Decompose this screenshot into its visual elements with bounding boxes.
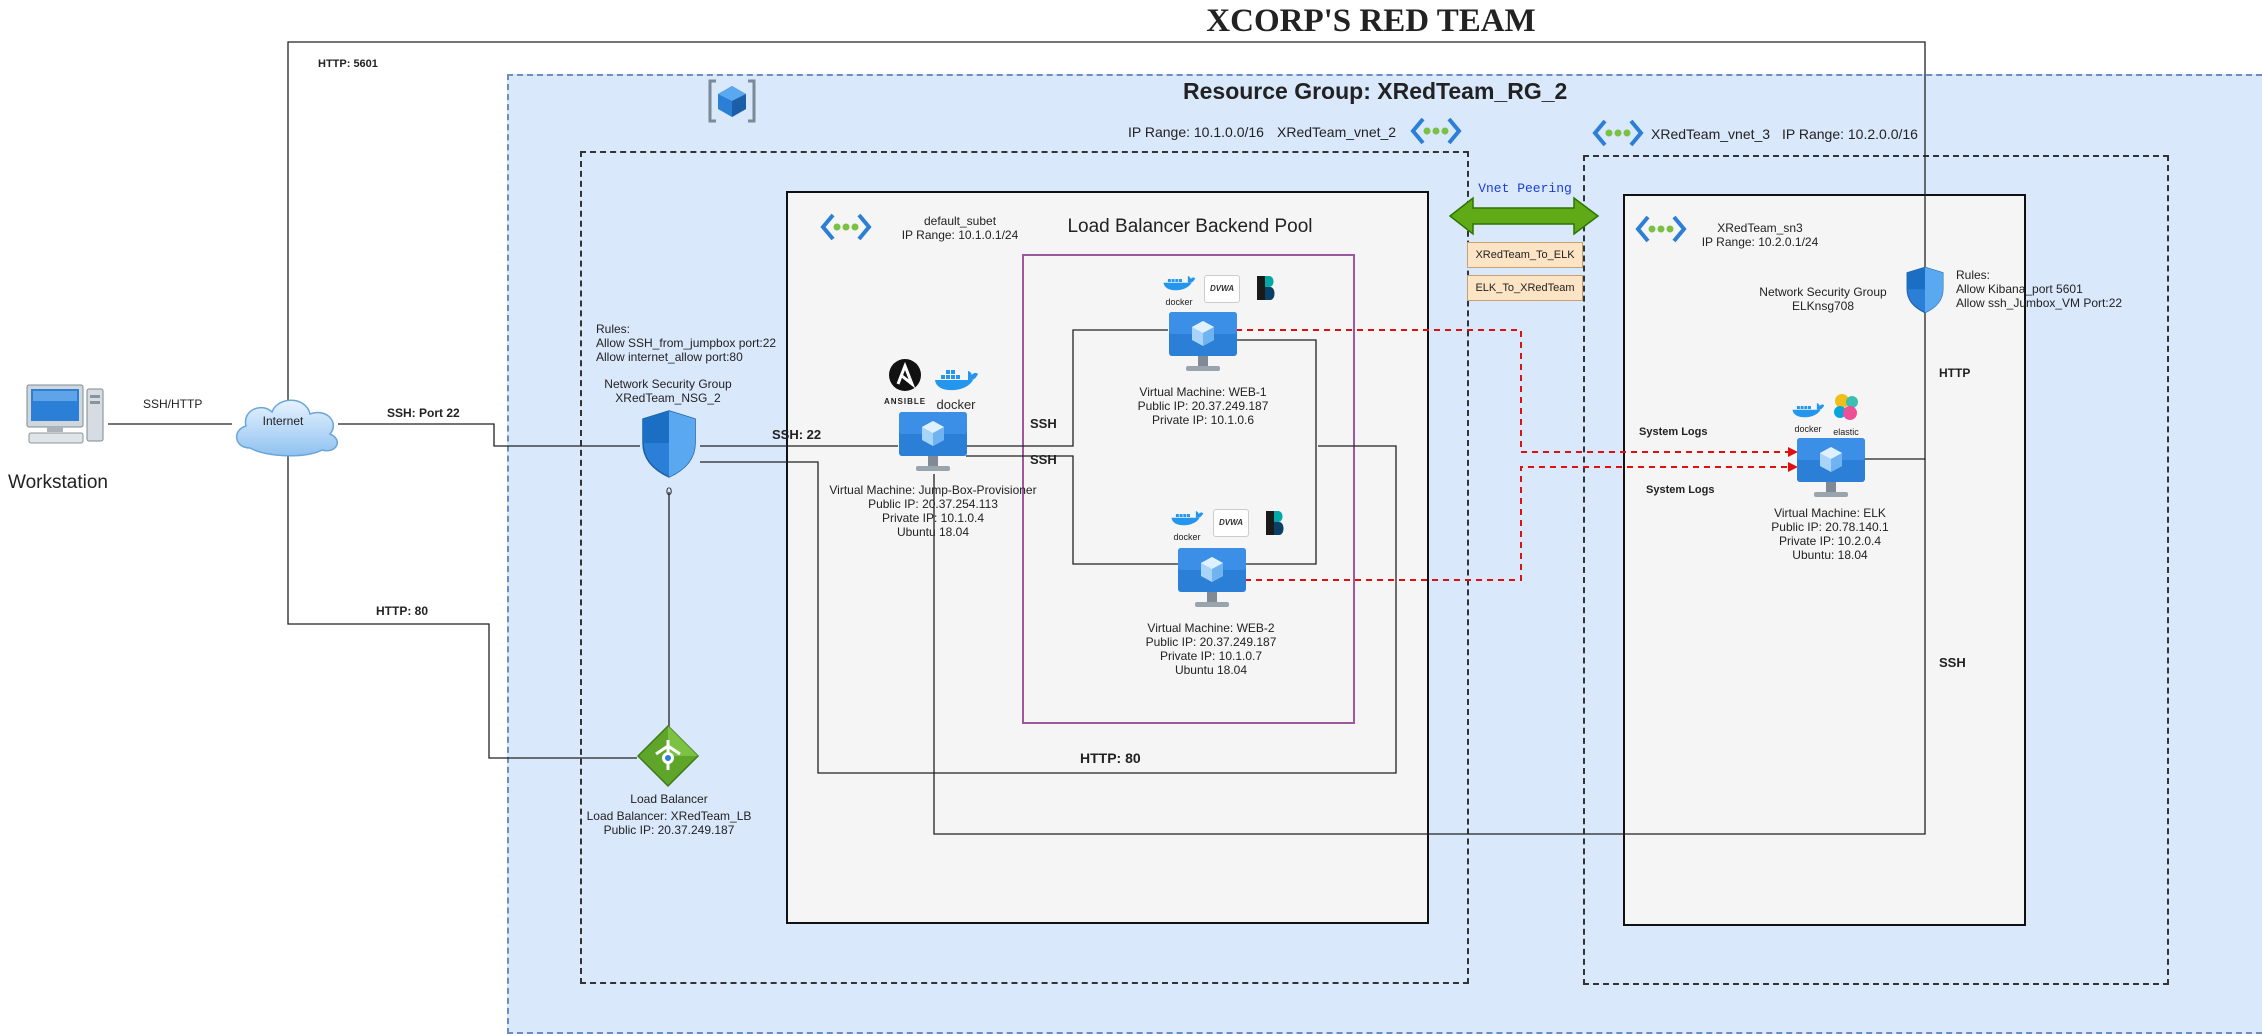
backend-pool-label: Load Balancer Backend Pool	[1067, 216, 1313, 237]
link-http-5601	[287, 41, 1926, 460]
jumpbox-private-ip: Private IP: 10.1.0.4	[881, 511, 985, 525]
jumpbox-vm-icon[interactable]	[898, 411, 968, 482]
vnet2-icon	[1410, 116, 1462, 151]
internet-label: Internet	[262, 414, 304, 428]
web1-public-ip: Public IP: 20.37.249.187	[1137, 399, 1269, 413]
nsg2-label-2: XRedTeam_NSG_2	[615, 391, 721, 405]
jumpbox-os: Ubuntu 18.04	[896, 525, 970, 539]
vnet-peering-arrow	[1448, 196, 1600, 236]
elk-nsg-rules-title: Rules:	[1956, 268, 1991, 282]
workstation-label: Workstation	[8, 472, 108, 493]
nsg2-rule-2: Allow internet_allow port:80	[596, 350, 743, 364]
ansible-logo: ANSIBLE	[884, 358, 926, 407]
sn3-subnet-panel	[1623, 194, 2026, 926]
elk-nsg-label-2: ELKnsg708	[1791, 299, 1855, 313]
link-label-http-80-left: HTTP: 80	[376, 604, 429, 618]
web2-beats-logo	[1264, 509, 1286, 542]
link-label-ssh-http: SSH/HTTP	[143, 397, 203, 411]
link-ssh-port22	[338, 423, 640, 447]
jumpbox-docker-logo: docker	[932, 366, 980, 413]
vnet3-ip-range: IP Range: 10.2.0.0/16	[1782, 126, 1918, 142]
web2-private-ip: Private IP: 10.1.0.7	[1159, 649, 1263, 663]
vnet2-name: XRedTeam_vnet_2	[1277, 124, 1397, 140]
default-subnet-panel	[786, 191, 1429, 924]
jumpbox-name: Virtual Machine: Jump-Box-Provisioner	[829, 483, 1037, 497]
default-subnet-name: default_subet	[923, 214, 997, 228]
nsg2-rules-title: Rules:	[596, 322, 631, 336]
link-label-ssh-b: SSH	[1030, 452, 1057, 467]
vnet2-ip-range: IP Range: 10.1.0.0/16	[1128, 124, 1264, 140]
nsg2-rule-1: Allow SSH_from_jumpbox port:22	[596, 336, 777, 350]
web1-name: Virtual Machine: WEB-1	[1139, 385, 1267, 399]
system-logs-web2	[1245, 466, 1790, 581]
load-balancer-icon[interactable]	[636, 724, 700, 793]
default-subnet-icon	[820, 212, 872, 247]
sn3-subnet-icon	[1635, 214, 1687, 249]
link-http-80-mid	[700, 445, 1397, 774]
peering-tag-to-xredteam: ELK_To_XRedTeam	[1467, 275, 1583, 301]
link-label-ssh-22: SSH: 22	[772, 427, 822, 442]
web1-vm-icon[interactable]	[1168, 311, 1238, 382]
backend-pool-box	[1022, 254, 1355, 724]
elk-os: Ubuntu: 18.04	[1792, 548, 1868, 562]
web1-beats-logo	[1255, 274, 1277, 307]
link-ssh-web1	[966, 329, 1168, 447]
elk-nsg-label-1: Network Security Group	[1759, 285, 1887, 299]
nsg-zero-label: 0	[666, 486, 673, 498]
elk-name: Virtual Machine: ELK	[1774, 506, 1886, 520]
internet-cloud-icon[interactable]	[228, 392, 344, 463]
link-label-system-logs-2: System Logs	[1646, 484, 1715, 496]
link-label-http-5601: HTTP: 5601	[318, 58, 378, 70]
link-label-http-right: HTTP	[1939, 366, 1971, 380]
elk-vm-icon[interactable]	[1796, 437, 1866, 508]
link-label-ssh-right: SSH	[1939, 655, 1966, 670]
sn3-subnet-name: XRedTeam_sn3	[1717, 221, 1803, 235]
resource-group-icon	[706, 78, 758, 124]
web2-docker-logo: docker	[1168, 507, 1206, 543]
link-ssh-elk	[933, 459, 1926, 835]
link-label-ssh-port22: SSH: Port 22	[387, 406, 460, 420]
resource-group-label: Resource Group: XRedTeam_RG_2	[1183, 78, 1568, 104]
web1-private-ip: Private IP: 10.1.0.6	[1151, 413, 1255, 427]
vnet3-icon	[1592, 118, 1644, 153]
elk-private-ip: Private IP: 10.2.0.4	[1778, 534, 1882, 548]
peering-tag-to-elk: XRedTeam_To_ELK	[1467, 242, 1583, 268]
vnet-peering-label: Vnet Peering	[1478, 181, 1572, 196]
default-subnet-ip: IP Range: 10.1.0.1/24	[901, 228, 1019, 242]
web2-name: Virtual Machine: WEB-2	[1147, 621, 1275, 635]
load-balancer-name: Load Balancer: XRedTeam_LB	[586, 809, 752, 823]
workstation-icon	[25, 383, 107, 450]
page-title: XCORP'S RED TEAM	[1206, 3, 1536, 39]
web2-public-ip: Public IP: 20.37.249.187	[1145, 635, 1277, 649]
elk-elastic-logo: elastic	[1828, 392, 1864, 438]
link-http-80-left	[287, 445, 637, 759]
elk-nsg-rule-2: Allow ssh_Jumbox_VM Port:22	[1956, 296, 2123, 310]
nsg2-shield-icon[interactable]	[640, 409, 698, 484]
link-label-ssh-a: SSH	[1030, 416, 1057, 431]
load-balancer-label: Load Balancer	[630, 792, 708, 806]
web2-dvwa-logo: DVWA	[1213, 509, 1249, 537]
elk-public-ip: Public IP: 20.78.140.1	[1771, 520, 1889, 534]
elk-nsg-rule-1: Allow Kibana_port 5601	[1956, 282, 2083, 296]
link-label-http-80-mid: HTTP: 80	[1080, 750, 1141, 766]
sn3-subnet-ip: IP Range: 10.2.0.1/24	[1701, 235, 1819, 249]
web2-os: Ubuntu 18.04	[1174, 663, 1248, 677]
web1-docker-logo: docker	[1160, 272, 1198, 308]
elk-docker-logo: docker	[1789, 399, 1827, 435]
elk-nsg-shield-icon[interactable]	[1905, 265, 1945, 320]
load-balancer-ip: Public IP: 20.37.249.187	[603, 823, 735, 837]
system-logs-web1	[1236, 329, 1790, 453]
web1-dvwa-logo: DVWA	[1204, 275, 1240, 303]
vnet3-name: XRedTeam_vnet_3	[1651, 126, 1771, 142]
link-label-system-logs-1: System Logs	[1639, 426, 1708, 438]
vnet3-box	[1583, 155, 2169, 985]
nsg2-label-1: Network Security Group	[604, 377, 732, 391]
web2-vm-icon[interactable]	[1177, 547, 1247, 618]
vnet2-box	[580, 151, 1469, 984]
jumpbox-public-ip: Public IP: 20.37.254.113	[868, 497, 998, 511]
